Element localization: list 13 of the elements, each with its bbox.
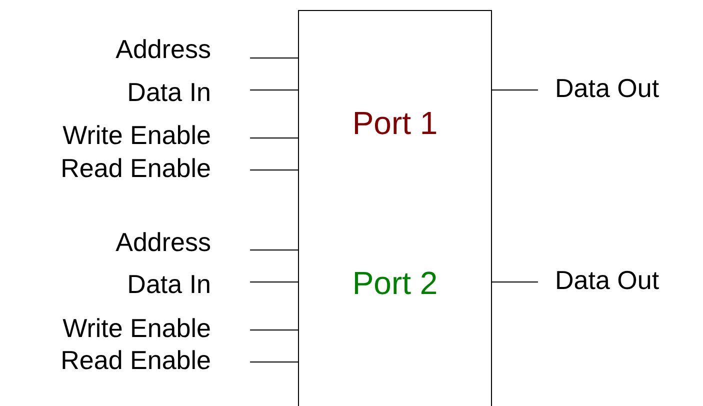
signal-name: Read Enable: [60, 155, 211, 181]
signal-name: Data In: [127, 271, 211, 297]
signal-name: Address: [116, 36, 211, 62]
signal-name: Write Enable: [62, 315, 211, 341]
memory-block: [298, 10, 492, 406]
signal-name: Address: [116, 229, 211, 255]
port-label: Port 1: [352, 107, 438, 139]
signal-name: Read Enable: [60, 347, 211, 373]
signal-name: Data In: [127, 79, 211, 105]
signal-name: Data Out: [555, 75, 660, 101]
port-label: Port 2: [352, 267, 438, 299]
signal-name: Write Enable: [62, 122, 211, 148]
signal-name: Data Out: [555, 267, 660, 293]
